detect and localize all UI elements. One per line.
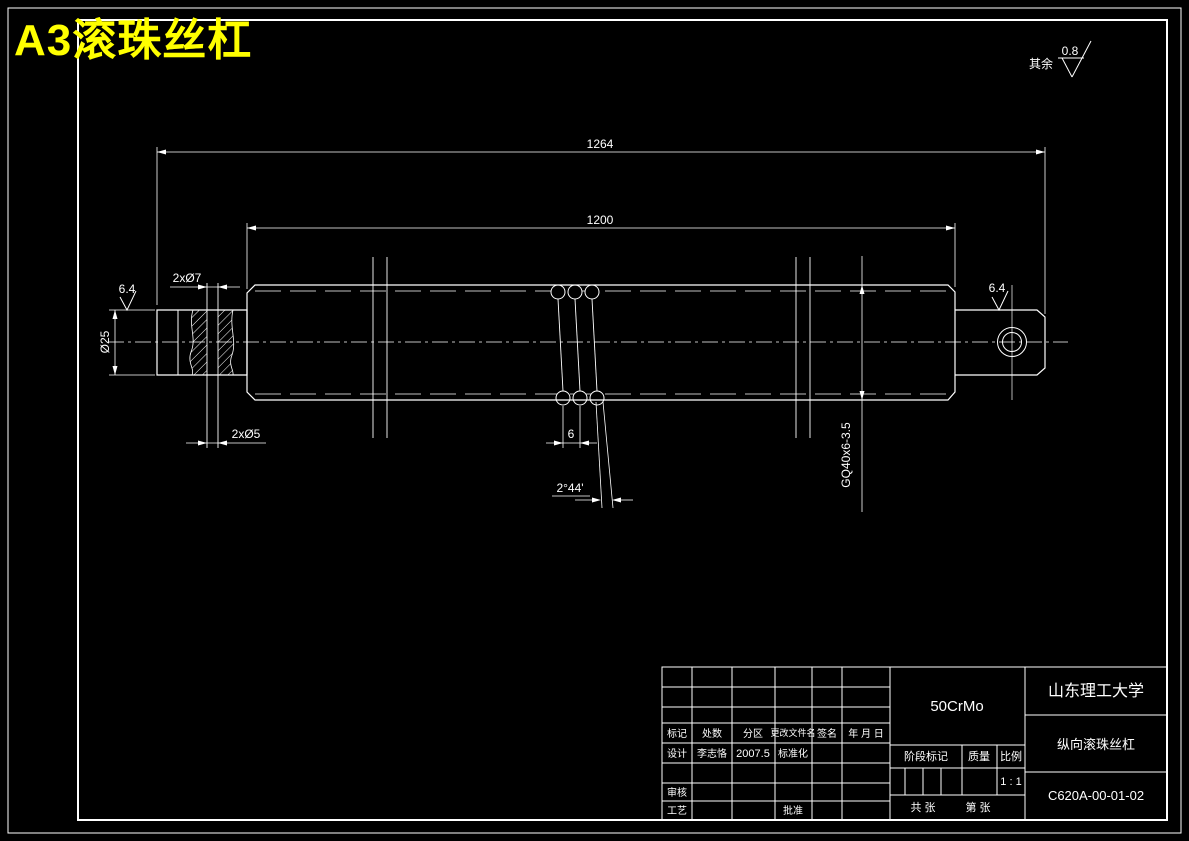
thread-flank-lines (557, 298, 598, 392)
dim-helix-angle: 2°44' (552, 401, 633, 509)
left-journal (156, 309, 248, 376)
dim-text-spec: GQ40x6-3.5 (839, 422, 853, 488)
hatch-right (218, 310, 234, 375)
dim-holes-bottom: 2xØ5 (186, 427, 266, 446)
tb-sheet-total: 共 张 (910, 801, 935, 814)
surface-note-label: 其余 (1029, 56, 1053, 71)
tb-part-name: 纵向滚珠丝杠 (1057, 737, 1135, 752)
roughness-right-value: 6.4 (989, 281, 1006, 295)
right-journal (955, 285, 1046, 400)
tb-col-sign: 签名 (817, 727, 837, 740)
cross-hole-lines (206, 283, 219, 448)
dim-text-holes-top: 2xØ7 (173, 271, 202, 285)
dim-text-pitch: 6 (568, 427, 575, 441)
surface-note-value: 0.8 (1062, 44, 1079, 58)
roughness-left: 6.4 (119, 282, 137, 312)
dim-text-dia25: Ø25 (98, 330, 112, 353)
tb-col-date: 年 月 日 (848, 727, 884, 740)
roughness-left-value: 6.4 (119, 282, 136, 296)
tb-col-count: 处数 (702, 727, 722, 740)
tb-col-zone: 分区 (743, 728, 763, 740)
roughness-check-icon (119, 290, 137, 312)
tb-col-mark: 标记 (667, 728, 687, 740)
tb-design-label: 设计 (667, 747, 687, 760)
dim-text-overall: 1264 (587, 137, 614, 151)
tb-stage-label: 阶段标记 (904, 749, 948, 763)
tb-mass-label: 质量 (968, 750, 990, 763)
tb-standardize-label: 标准化 (778, 747, 808, 760)
tb-scale-value: 1 : 1 (1000, 776, 1021, 788)
sheet-borders (7, 7, 1182, 834)
ball-grooves (550, 284, 605, 406)
tb-drawing-number: C620A-00-01-02 (1048, 788, 1144, 803)
tb-sheet-index: 第 张 (965, 800, 990, 814)
screw-body (246, 257, 956, 438)
roughness-check-icon (991, 290, 1009, 312)
tb-scale-label: 比例 (1000, 749, 1022, 763)
tb-approve-label: 批准 (783, 804, 803, 817)
page-title: A3滚珠丝杠 (14, 16, 253, 65)
dim-text-angle: 2°44' (556, 481, 583, 495)
tb-col-doc: 更改文件名 (770, 727, 815, 738)
hatch-left (189, 310, 207, 375)
body-outline (246, 284, 956, 401)
dim-dia25: Ø25 (98, 309, 155, 376)
dim-text-thread-len: 1200 (587, 213, 614, 227)
tb-review-label: 审核 (667, 786, 687, 799)
dim-thread-spec: GQ40x6-3.5 (839, 256, 865, 512)
tb-organization: 山东理工大学 (1048, 682, 1144, 700)
inner-frame (77, 19, 1168, 821)
break-lines (372, 257, 811, 438)
roughness-right: 6.4 (989, 281, 1009, 312)
dim-overall-1264: 1264 (156, 137, 1046, 314)
tb-designer-name: 李志恪 (697, 747, 727, 760)
dim-pitch: 6 (546, 406, 597, 448)
dim-holes-top: 2xØ7 (170, 271, 240, 290)
outer-border (7, 7, 1182, 834)
title-block: 标记 处数 分区 更改文件名 签名 年 月 日 设计 李志恪 2007.5 标准… (661, 666, 1168, 821)
tb-design-date: 2007.5 (736, 748, 770, 760)
tb-process-label: 工艺 (667, 805, 687, 817)
dim-thread-1200: 1200 (246, 213, 956, 289)
dim-text-holes-bottom: 2xØ5 (232, 427, 261, 441)
surface-note: 其余 0.8 (1029, 40, 1092, 78)
tb-material: 50CrMo (930, 698, 983, 715)
